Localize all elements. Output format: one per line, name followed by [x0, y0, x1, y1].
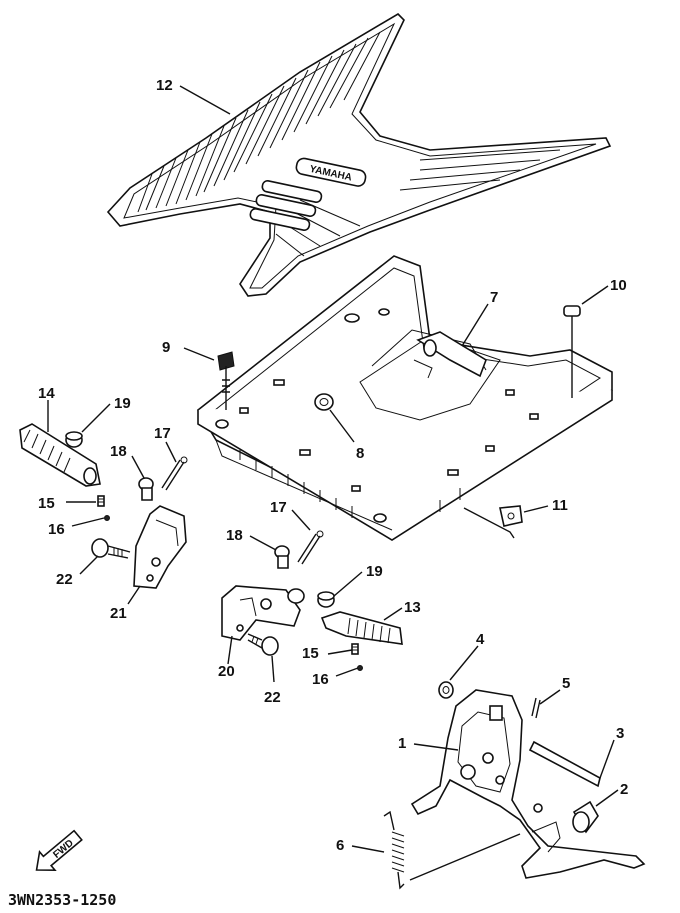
callout-11: 11 — [552, 497, 568, 514]
callout-18-left: 18 — [110, 443, 127, 460]
bracket-part-20 — [221, 585, 301, 641]
left-footrest-part-14 — [19, 423, 101, 487]
forward-arrow-icon: FWD — [35, 829, 83, 872]
diagram-code: 3WN2353-1250 — [8, 891, 116, 909]
callout-2: 2 — [620, 781, 628, 798]
callout-17-right: 17 — [270, 499, 287, 516]
callout-7: 7 — [490, 289, 498, 306]
spring-part-15-left — [97, 495, 105, 507]
spring-part-6 — [383, 810, 521, 890]
callout-3: 3 — [616, 725, 624, 742]
washer-part-4 — [438, 681, 454, 699]
callout-16-left: 16 — [48, 521, 65, 538]
bolt-part-22-left — [91, 538, 131, 559]
floor-mat-part-12: YAMAHA — [106, 12, 612, 297]
damper-part-19-right — [317, 591, 335, 608]
callout-19-right: 19 — [366, 563, 383, 580]
pin-part-18-right — [274, 545, 290, 569]
callout-19-left: 19 — [114, 395, 131, 412]
callout-17-left: 17 — [154, 425, 171, 442]
clip-part-11 — [463, 505, 523, 539]
shaft-part-3 — [528, 740, 601, 788]
leader-lines — [47, 85, 619, 853]
cotter-pin-part-5 — [531, 697, 541, 719]
callout-10: 10 — [610, 277, 627, 294]
callout-5: 5 — [562, 675, 570, 692]
damper-part-19-left — [65, 431, 83, 448]
bumper-part-2 — [572, 800, 599, 834]
callout-12: 12 — [156, 77, 173, 94]
ball-part-16-left — [104, 515, 110, 521]
pin-part-18-left — [138, 477, 154, 501]
spring-part-15-right — [351, 643, 359, 655]
callout-20: 20 — [218, 663, 235, 680]
cotter-pin-part-17-right — [297, 530, 324, 565]
callout-15-left: 15 — [38, 495, 55, 512]
bolt-part-22-right — [247, 633, 279, 656]
bolt-part-10 — [563, 305, 581, 398]
callout-18-right: 18 — [226, 527, 243, 544]
callout-4: 4 — [476, 631, 485, 648]
grommet-part-8 — [314, 393, 334, 411]
callout-labels: 12 9 10 7 8 11 14 19 17 18 15 16 22 21 1… — [38, 77, 628, 854]
bracket-part-21 — [133, 505, 187, 589]
callout-14: 14 — [38, 385, 55, 402]
cotter-pin-part-17-left — [161, 456, 188, 491]
floorboard-part-7 — [196, 255, 613, 541]
callout-8: 8 — [356, 445, 364, 462]
callout-15-right: 15 — [302, 645, 319, 662]
callout-13: 13 — [404, 599, 421, 616]
callout-6: 6 — [336, 837, 344, 854]
callout-22-right: 22 — [264, 689, 281, 706]
callout-22-left: 22 — [56, 571, 73, 588]
callout-21: 21 — [110, 605, 127, 622]
main-stand-part-1 — [410, 689, 646, 879]
callout-16-right: 16 — [312, 671, 329, 688]
bolt-part-9 — [217, 351, 235, 410]
callout-9: 9 — [162, 339, 170, 356]
right-footrest-part-13 — [287, 588, 403, 645]
callout-1: 1 — [398, 735, 406, 752]
ball-part-16-right — [357, 665, 363, 671]
